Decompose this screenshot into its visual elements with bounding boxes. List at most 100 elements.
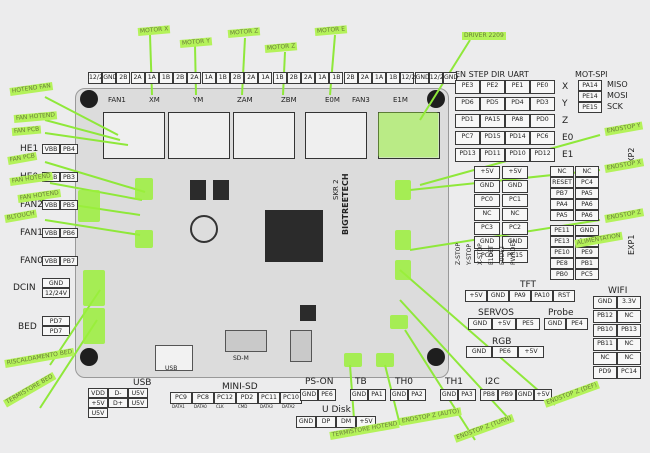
top-header-pin: 2B xyxy=(116,72,131,84)
top-header-pin: 1A xyxy=(201,72,216,84)
i2c-pin: PB8 xyxy=(480,389,498,401)
battery-holder xyxy=(190,215,218,243)
rgb-title: RGB xyxy=(492,337,512,347)
mount-hole xyxy=(80,348,98,366)
tft-pin: RST xyxy=(553,290,575,302)
driver-pin: PE3 xyxy=(455,80,480,94)
mount-hole xyxy=(80,90,98,108)
mosfet-chip xyxy=(190,180,206,200)
fan1-label: FAN1 xyxy=(108,96,126,104)
e0m-label: E0M xyxy=(325,96,340,104)
tb-pin: GND xyxy=(350,389,368,401)
rgb-pin: PE6 xyxy=(492,346,518,358)
minisd-sub: CLK xyxy=(216,404,224,409)
driver-pin: PA8 xyxy=(505,114,530,128)
sd-slot xyxy=(225,330,267,352)
rgb-pin: +5V xyxy=(518,346,544,358)
top-header-pin: 2A xyxy=(187,72,202,84)
highlight-endstop xyxy=(395,230,411,250)
top-header-pin: 1B xyxy=(272,72,287,84)
top-header-pin: 2B xyxy=(286,72,301,84)
endstop-pin: PC2 xyxy=(502,222,528,235)
fan-pin: VBB xyxy=(42,228,60,238)
usb-pin: D- xyxy=(108,388,128,398)
top-header-pin: 12/24V xyxy=(88,72,111,84)
mount-hole xyxy=(427,348,445,366)
fan-pin: PB4 xyxy=(60,144,78,154)
top-header-pin: 2B xyxy=(230,72,244,84)
tft-pin: +5V xyxy=(465,290,487,302)
wifi-title: WIFI xyxy=(608,286,628,296)
mcu-chip xyxy=(265,210,323,262)
exp1-pin: PE8 xyxy=(550,258,574,269)
exp2-pin: NC xyxy=(550,166,574,177)
fan-pin: PB5 xyxy=(60,200,78,210)
top-header-pin: 1B xyxy=(159,72,173,84)
minisd-title: MINI-SD xyxy=(222,382,258,392)
tft-title: TFT xyxy=(520,280,537,290)
fan-title: HE1 xyxy=(20,144,39,154)
mot-spi-pin: PE14 xyxy=(578,91,602,102)
endstop-pin: PC3 xyxy=(474,222,500,235)
servo-pin: PE5 xyxy=(516,318,540,330)
i2c-pin: GND xyxy=(516,389,534,401)
endstop-pin: PC0 xyxy=(474,250,500,263)
stepper-socket-e0 xyxy=(305,112,367,159)
endstop-pin: GND xyxy=(502,236,528,249)
wifi-pin: NC xyxy=(593,352,617,365)
exp2-pin: PB7 xyxy=(550,188,574,199)
driver-pin: PE2 xyxy=(480,80,505,94)
exp2-pin: NC xyxy=(575,166,599,177)
highlight-driver xyxy=(378,112,438,157)
top-header-pin: 12/24V xyxy=(428,72,452,84)
rgb-pin: GND xyxy=(466,346,492,358)
minisd-pin: PD2 xyxy=(236,392,258,404)
th1-pin: PA3 xyxy=(458,389,476,401)
th0-title: TH0 xyxy=(395,377,413,387)
wifi-pin: PB11 xyxy=(593,338,617,351)
endstop-pin: GND xyxy=(502,180,528,193)
endstop-pin: +5V xyxy=(474,166,500,179)
servo-pin: GND xyxy=(468,318,492,330)
driver-pin: PA15 xyxy=(480,114,505,128)
mot-spi-title: MOT-SPI xyxy=(575,70,608,79)
top-header-pin: GND xyxy=(414,72,430,84)
usb-pin: D+ xyxy=(108,398,128,408)
mosfet-chip xyxy=(213,180,229,200)
probe-pin: PE4 xyxy=(566,318,588,330)
highlight-endstop xyxy=(395,180,411,200)
tb-pin: PA1 xyxy=(368,389,386,401)
dcin-title: DCIN xyxy=(13,283,36,293)
dcin-pin: GND xyxy=(42,278,70,288)
driver-pin: PE1 xyxy=(505,80,530,94)
driver-pin: PC7 xyxy=(455,131,480,145)
exp1-pin: PE11 xyxy=(550,225,574,236)
i2c-title: I2C xyxy=(485,377,500,387)
fan3-label: FAN3 xyxy=(352,96,370,104)
exp2-pin: PA6 xyxy=(575,210,599,221)
fan-title: FAN2 xyxy=(20,200,43,210)
wifi-pin: GND xyxy=(593,296,617,309)
exp2-pin: PA5 xyxy=(550,210,574,221)
exp1-pin: PE9 xyxy=(575,247,599,258)
th0-pin: PA2 xyxy=(408,389,426,401)
endstop-pin: GND xyxy=(474,180,500,193)
pson-pin: GND xyxy=(300,389,318,401)
endstop-pin: PC15 xyxy=(502,250,528,263)
exp2-pin: RESET xyxy=(550,177,574,188)
top-header-pin: GND xyxy=(102,72,117,84)
fan-title: FAN1 xyxy=(20,228,43,238)
axis-label: X xyxy=(562,82,569,92)
endstop-label: E1DET xyxy=(488,245,495,265)
udisk-pin: DP xyxy=(316,416,336,428)
endstop-label: PWRDET xyxy=(510,239,517,265)
fan-pin: PB7 xyxy=(60,256,78,266)
top-header-pin: 2A xyxy=(130,72,145,84)
driver-pin: PD0 xyxy=(530,114,555,128)
endstop-label: E0DET xyxy=(499,245,506,265)
driver-pin: PD11 xyxy=(480,148,505,162)
endstop-pin: +5V xyxy=(502,166,528,179)
top-header-pin: 2A xyxy=(244,72,259,84)
annotation-label: DRIVER 2209 xyxy=(462,32,506,40)
axis-label: E1 xyxy=(562,150,574,160)
